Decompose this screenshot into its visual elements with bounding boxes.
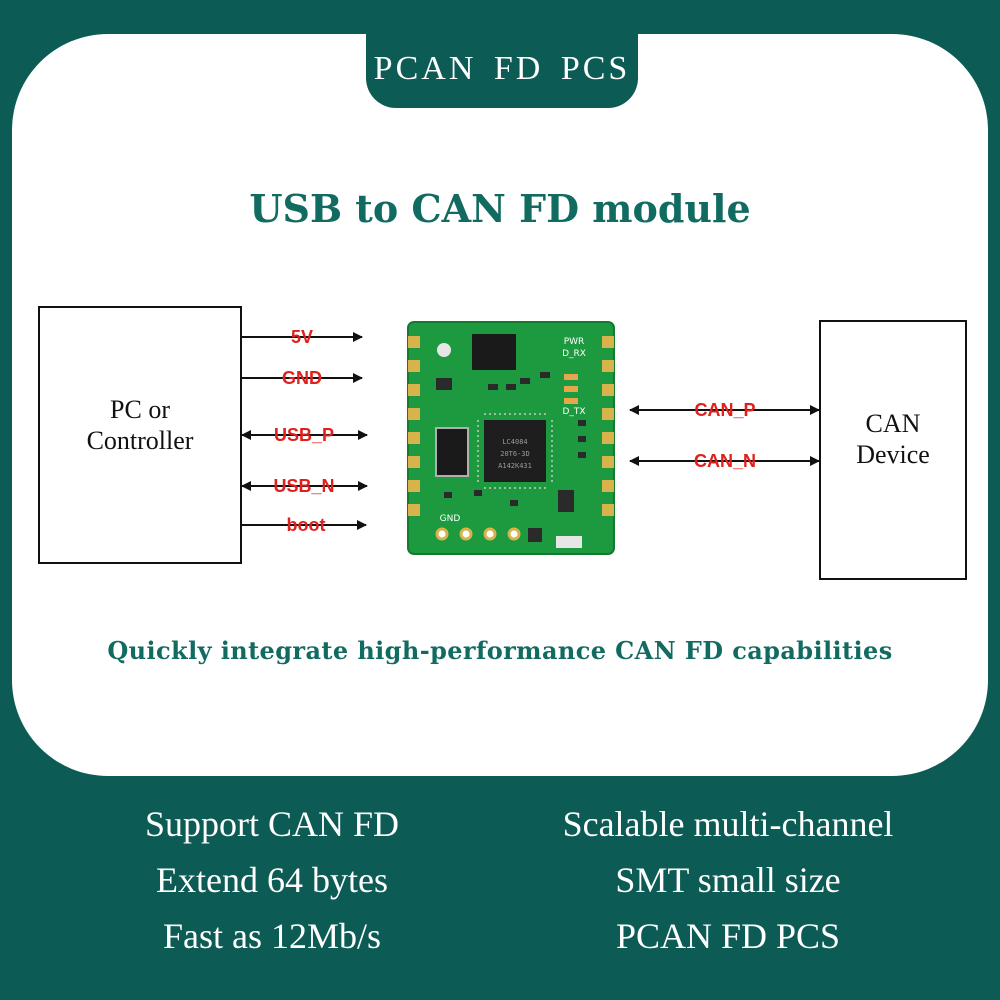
silkscreen-dtx: D_TX	[562, 407, 585, 417]
can-device-label: CAN Device	[819, 408, 967, 470]
signal-label-can-n: CAN_N	[694, 451, 756, 471]
signal-label-can-p: CAN_P	[694, 400, 755, 420]
chip-marking-3: A142K431	[498, 462, 532, 470]
feature-scalable-multichannel: Scalable multi-channel	[562, 804, 894, 844]
silkscreen-gnd: GND	[440, 514, 461, 524]
pc-controller-box	[38, 306, 242, 564]
pcb-module: LC4084 20T6-3D A142K431 PWR D_RX D_TX	[407, 321, 615, 555]
feature-support-can-fd: Support CAN FD	[144, 804, 400, 844]
feature-fast-12mbps: Fast as 12Mb/s	[162, 916, 382, 956]
can-label-line1: CAN	[865, 409, 921, 438]
chip-marking-1: LC4084	[502, 438, 527, 446]
feature-smt-small-size: SMT small size	[615, 860, 841, 900]
page-title: USB to CAN FD module	[249, 186, 751, 231]
pc-controller-label: PC or Controller	[38, 394, 242, 456]
header-tab-title: PCAN FD PCS	[373, 50, 631, 87]
signal-label-usb-p: USB_P	[274, 425, 334, 445]
header-tab	[366, 30, 638, 108]
features-right: Scalable multi-channel SMT small size PC…	[518, 796, 938, 964]
pc-label-line2: Controller	[86, 426, 194, 455]
can-label-line2: Device	[856, 440, 930, 469]
signal-label-gnd: GND	[282, 368, 322, 388]
features-left: Support CAN FD Extend 64 bytes Fast as 1…	[62, 796, 482, 964]
silkscreen-drx: D_RX	[562, 349, 586, 359]
signal-label-usb-n: USB_N	[273, 476, 334, 496]
chip-marking-2: 20T6-3D	[500, 450, 530, 458]
silkscreen-pwr: PWR	[564, 337, 585, 347]
signal-label-5v: 5V	[291, 327, 313, 347]
signal-label-boot: boot	[287, 515, 326, 535]
feature-pcan-fd-pcs: PCAN FD PCS	[615, 916, 841, 956]
pc-label-line1: PC or	[110, 395, 170, 424]
can-device-box	[819, 320, 967, 580]
tagline: Quickly integrate high-performance CAN F…	[107, 636, 893, 665]
feature-extend-64-bytes: Extend 64 bytes	[156, 860, 388, 900]
